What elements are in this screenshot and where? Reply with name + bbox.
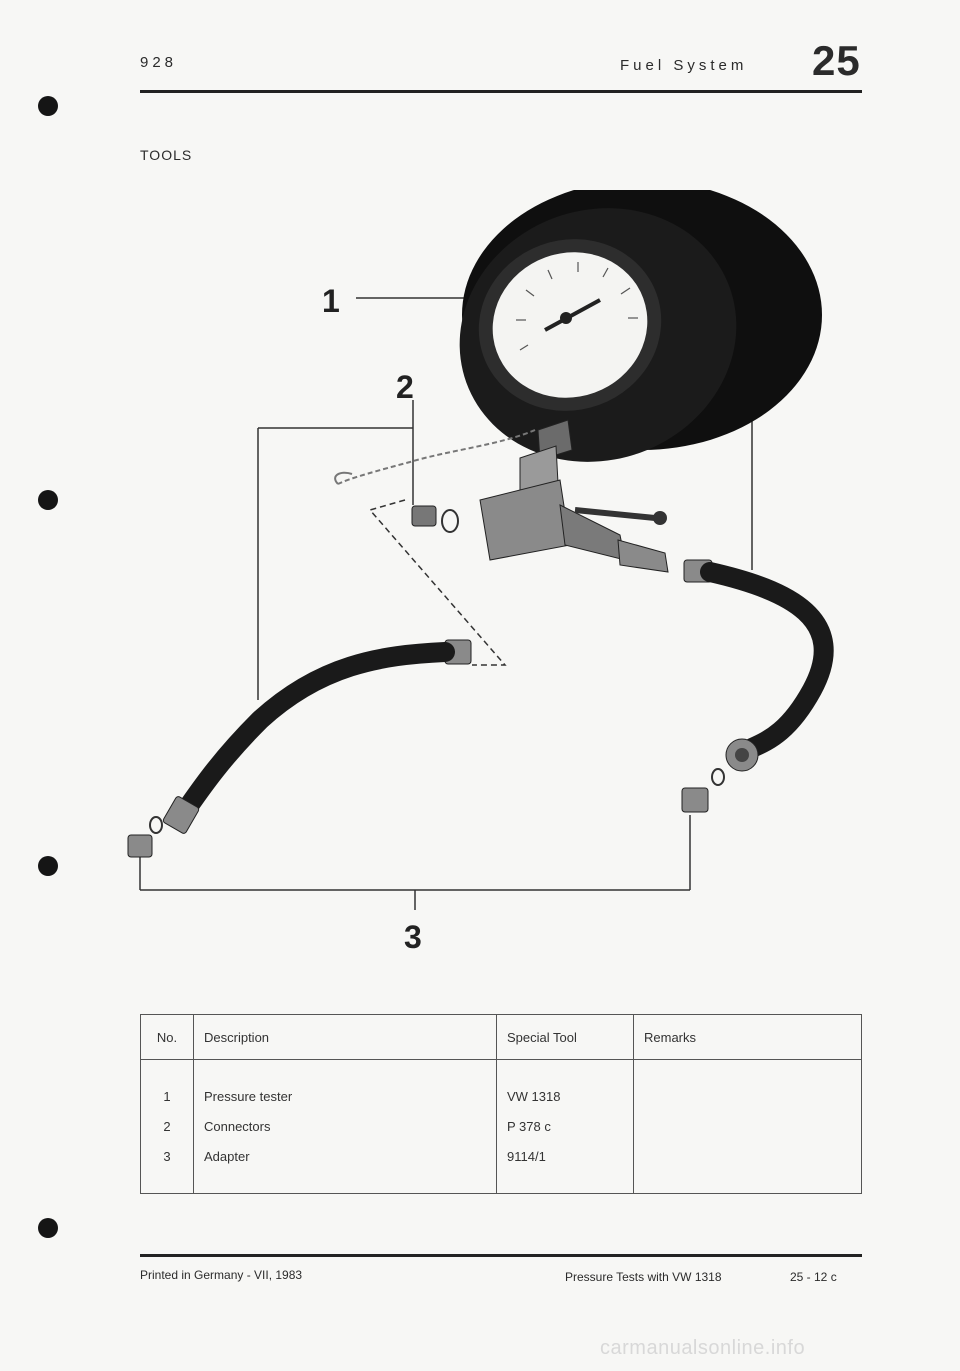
printed-note: Printed in Germany - VII, 1983: [140, 1268, 303, 1282]
page-reference: 25 - 12 c: [790, 1270, 837, 1284]
chapter-title: Pressure Tests with VW 1318: [565, 1270, 722, 1284]
special-tool-column: VW 1318 P 378 c 9114/1: [496, 1059, 634, 1194]
header-remarks: Remarks: [633, 1014, 862, 1060]
leader-lines: [139, 297, 753, 910]
row-no: 2: [163, 1118, 171, 1134]
connector-upper: [411, 505, 459, 533]
row-description: Connectors: [204, 1118, 271, 1134]
row-special-tool: 9114/1: [507, 1148, 546, 1164]
no-column: 1 2 3: [140, 1059, 194, 1194]
safety-chain: [337, 429, 536, 485]
row-description: Adapter: [204, 1148, 250, 1164]
header-rule: [140, 90, 862, 93]
row-remarks: [644, 1142, 851, 1172]
hose-left: [127, 639, 472, 858]
hose-right: [681, 559, 834, 813]
watermark: carmanualsonline.info: [600, 1337, 806, 1359]
section-number: 25: [812, 37, 861, 84]
binder-hole: [38, 1218, 58, 1238]
table-body-row: 1 2 3 Pressure tester Connectors Adapter…: [140, 1059, 862, 1194]
table-header-row: No. Description Special Tool Remarks: [140, 1014, 862, 1060]
row-special-tool: P 378 c: [507, 1118, 551, 1134]
row-description: Pressure tester: [204, 1088, 293, 1104]
row-special-tool: VW 1318: [507, 1088, 561, 1104]
binder-hole: [38, 96, 58, 116]
callout-3: 3: [404, 919, 422, 955]
header-special-tool: Special Tool: [496, 1014, 634, 1060]
row-no: 1: [163, 1088, 171, 1104]
model-label: 928: [140, 54, 178, 71]
header-description: Description: [193, 1014, 497, 1060]
footer-rule: [140, 1254, 862, 1257]
description-column: Pressure tester Connectors Adapter: [193, 1059, 497, 1194]
tools-table: No. Description Special Tool Remarks 1 2…: [140, 1014, 862, 1194]
remarks-column: [633, 1059, 862, 1194]
binder-hole: [38, 856, 58, 876]
header-no: No.: [140, 1014, 194, 1060]
callout-2-left: 2: [396, 369, 414, 405]
row-remarks: [644, 1112, 851, 1142]
section-title: Fuel System: [620, 57, 748, 74]
row-remarks: [644, 1082, 851, 1112]
row-no: 3: [163, 1148, 171, 1164]
valve-body: [479, 419, 669, 573]
tools-diagram: 1 2 2 3: [127, 190, 834, 955]
callout-1: 1: [322, 283, 340, 319]
pressure-gauge: [459, 190, 822, 462]
page-title: TOOLS: [140, 147, 193, 163]
binder-hole: [38, 490, 58, 510]
